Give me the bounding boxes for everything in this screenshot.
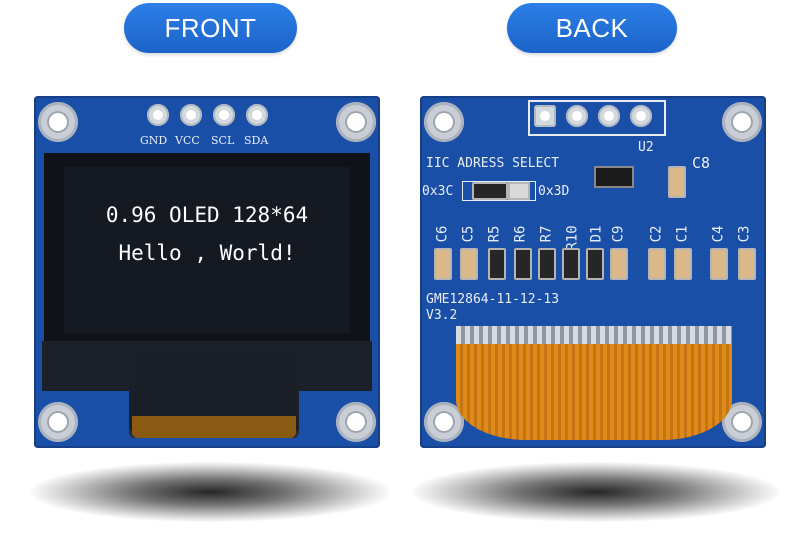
mount-hole (38, 402, 78, 442)
pin-pad (213, 104, 235, 126)
pin-label-vcc: VCC (175, 134, 200, 147)
label-c5: C5 (460, 225, 477, 243)
oled-screen: 0.96 OLED 128*64 Hello , World! (44, 153, 370, 347)
label-c3: C3 (736, 225, 753, 243)
mount-hole (336, 102, 376, 142)
resistor (538, 248, 556, 280)
address-0x3d: 0x3D (538, 184, 570, 199)
mount-hole (424, 402, 464, 442)
capacitor (460, 248, 478, 280)
label-r5: R5 (486, 225, 503, 243)
address-pad (508, 182, 530, 200)
label-c6: C6 (434, 225, 451, 243)
u2-label: U2 (638, 140, 654, 155)
fpc-contacts (456, 326, 732, 344)
label-c2: C2 (648, 225, 665, 243)
mount-hole (38, 102, 78, 142)
flex-cable-fold (132, 416, 296, 438)
pin-pad (598, 105, 620, 127)
address-0x3c: 0x3C (422, 184, 454, 199)
capacitor (648, 248, 666, 280)
oled-line-1: 0.96 OLED 128*64 (105, 203, 309, 227)
pin-label-sda: SDA (244, 134, 269, 147)
mount-hole (722, 402, 762, 442)
mount-hole (722, 102, 762, 142)
capacitor (710, 248, 728, 280)
resistor (514, 248, 532, 280)
c8-label: C8 (692, 154, 711, 172)
pin-pad (566, 105, 588, 127)
back-module: IIC ADRESS SELECT 0x3C 0x3D U2 C8 C6 C5 … (420, 96, 766, 448)
pin-header-outline (528, 100, 666, 136)
capacitor (434, 248, 452, 280)
label-r7: R7 (538, 225, 555, 243)
back-label: BACK (507, 3, 677, 53)
pin-pad (630, 105, 652, 127)
label-c4: C4 (710, 225, 727, 243)
pin-pad (147, 104, 169, 126)
label-c1: C1 (674, 225, 691, 243)
diode (586, 248, 604, 280)
pin-pad (246, 104, 268, 126)
front-shadow (30, 462, 390, 522)
c8-capacitor (668, 166, 686, 198)
mount-hole (336, 402, 376, 442)
iic-address-label: IIC ADRESS SELECT (426, 156, 560, 171)
label-r6: R6 (512, 225, 529, 243)
label-r10: R10 (564, 225, 581, 251)
back-shadow (412, 462, 780, 522)
resistor (488, 248, 506, 280)
pin-label-gnd: GND (140, 134, 168, 147)
version-label: V3.2 (426, 308, 458, 323)
front-label: FRONT (124, 3, 297, 53)
oled-line-2: Hello , World! (118, 241, 296, 265)
mount-hole (424, 102, 464, 142)
label-c9: C9 (610, 225, 627, 243)
capacitor (610, 248, 628, 280)
fpc-ribbon (456, 330, 732, 440)
model-label: GME12864-11-12-13 (426, 292, 560, 307)
oled-active-area: 0.96 OLED 128*64 Hello , World! (64, 167, 350, 333)
front-module: GND VCC SCL SDA 0.96 OLED 128*64 Hello ,… (34, 96, 380, 448)
u2-chip (594, 166, 634, 188)
resistor (562, 248, 580, 280)
address-resistor (472, 182, 508, 200)
pin-pad (534, 105, 556, 127)
capacitor (674, 248, 692, 280)
pin-pad (180, 104, 202, 126)
capacitor (738, 248, 756, 280)
pin-label-scl: SCL (211, 134, 235, 147)
label-d1: D1 (588, 225, 605, 243)
